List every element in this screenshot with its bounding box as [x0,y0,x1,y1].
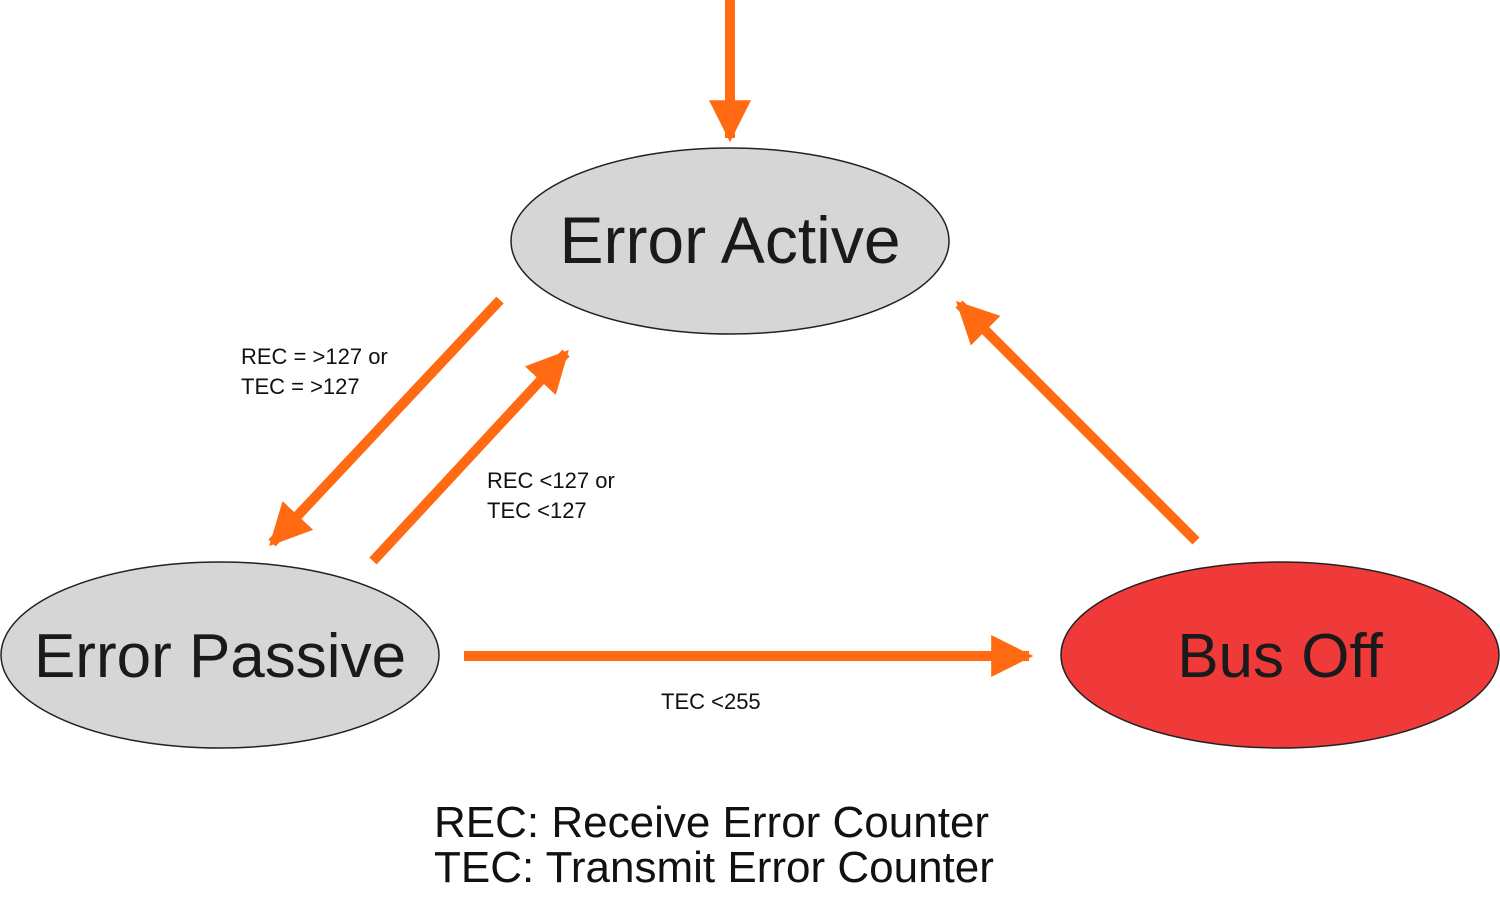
label-passive-to-active: REC <127 or TEC <127 [487,468,615,523]
arrow-bus-off-to-active [955,300,1200,545]
state-bus-off-label: Bus Off [1177,622,1383,691]
label-passive-to-active-line1: REC <127 or [487,468,615,493]
state-error-active-shape [510,147,950,335]
state-error-active: Error Active [510,147,950,335]
label-active-to-passive-line1: REC = >127 or [241,344,388,369]
state-error-passive: Error Passive [0,561,440,749]
label-active-to-passive-line2: TEC = >127 [241,374,360,399]
state-bus-off-shape [1060,561,1500,749]
state-bus-off: Bus Off [1060,561,1500,749]
state-error-active-label: Error Active [559,203,900,277]
label-passive-to-active-line2: TEC <127 [487,498,587,523]
arrow-passive-to-active [369,349,570,565]
state-error-passive-shape [0,561,440,749]
arrow-active-to-passive [268,296,504,547]
state-error-passive-label: Error Passive [34,622,406,691]
label-passive-to-bus-off-line1: TEC <255 [661,689,761,714]
legend-line-rec: REC: Receive Error Counter [434,798,989,847]
legend-line-tec: TEC: Transmit Error Counter [434,843,994,892]
legend: REC: Receive Error Counter TEC: Transmit… [434,798,994,892]
label-passive-to-bus-off: TEC <255 [661,689,761,714]
label-active-to-passive: REC = >127 or TEC = >127 [241,344,388,399]
